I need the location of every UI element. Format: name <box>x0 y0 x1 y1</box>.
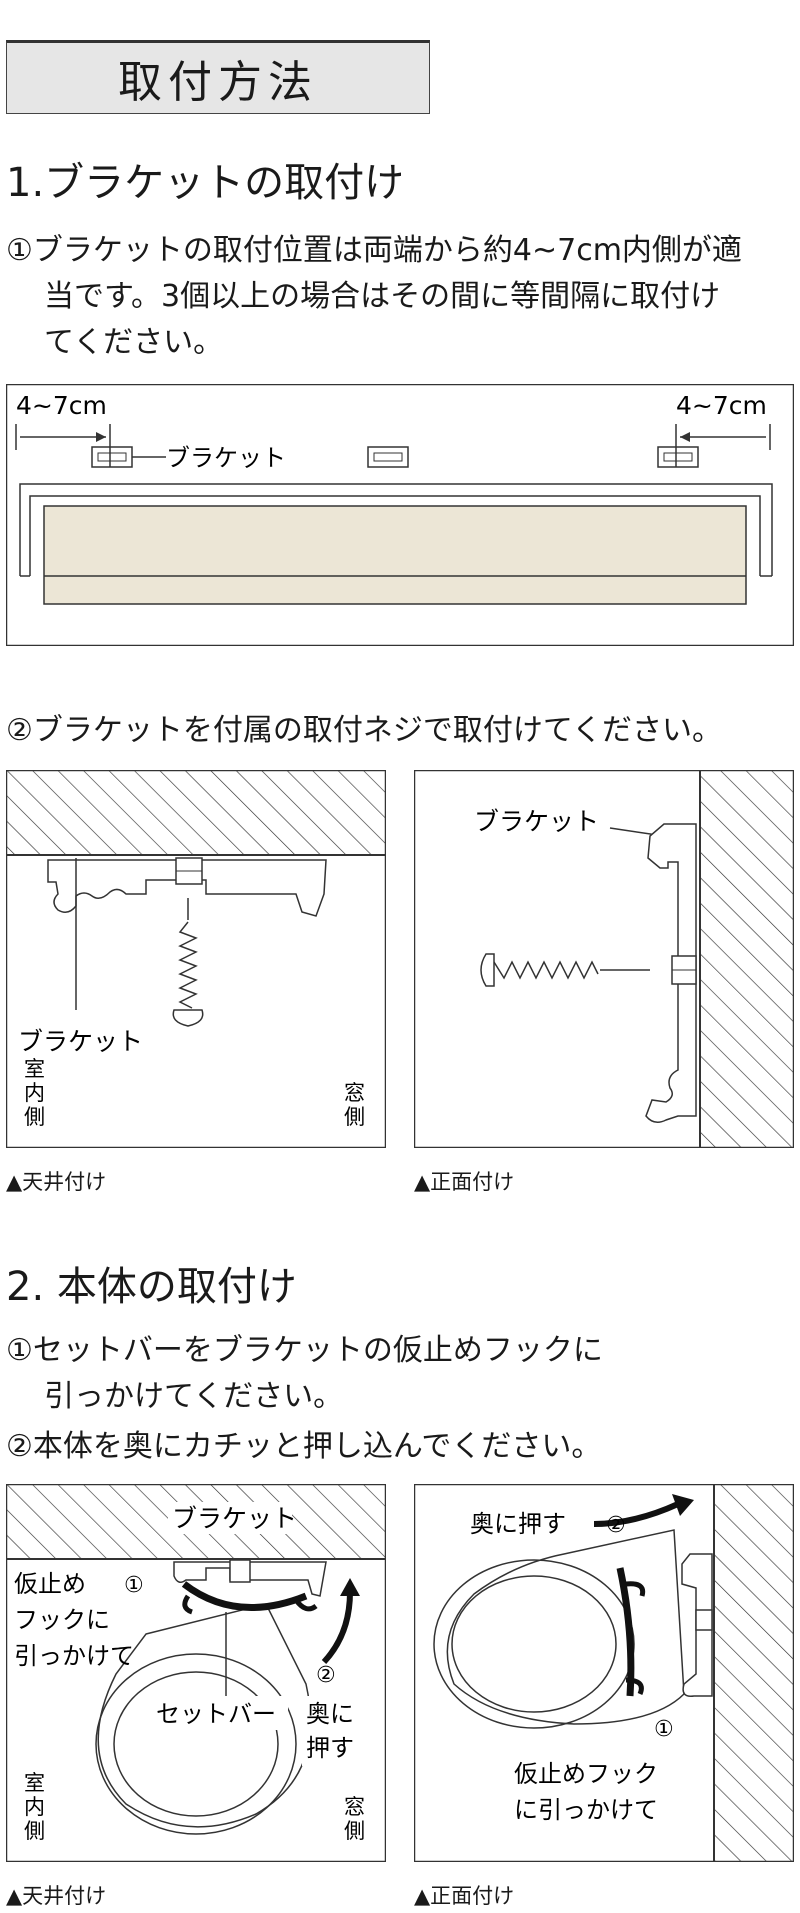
body-num1: ① <box>124 1573 144 1598</box>
front-mount-body-diagram: 奥に押す ② ① 仮止めフック に引っかけて <box>414 1484 794 1862</box>
hook-label-2: フックに <box>14 1606 110 1634</box>
section1-heading: 1.ブラケットの取付け <box>6 160 405 206</box>
fabric <box>43 505 747 605</box>
setbar-label: セットバー <box>156 1700 276 1728</box>
front-num1: ① <box>654 1717 674 1742</box>
section1-step1: ①ブラケットの取付位置は両端から約4~7cm内側が適 当です。3個以上の場合はそ… <box>6 228 796 366</box>
caption-front-1: ▲正面付け <box>414 1170 515 1194</box>
ceiling-mount-body-diagram: ブラケット 仮止め ① フックに 引っかけて ② セットバー 奥に 押す 室 内… <box>6 1484 386 1862</box>
push-label-2: 押す <box>306 1734 354 1762</box>
body-indoor-char-2: 内 <box>24 1795 45 1819</box>
push-label-1: 奥に <box>306 1700 354 1728</box>
indoor-char-3: 側 <box>24 1105 45 1129</box>
bracket-label: ブラケット <box>166 444 286 472</box>
body-window-char-1: 窓 <box>344 1795 365 1819</box>
ceiling-mount-bracket-diagram: ブラケット 室 内 側 窓 側 <box>6 770 386 1148</box>
screw <box>172 898 204 1027</box>
section1-step2: ②ブラケットを付属の取付ネジで取付けてください。 <box>6 713 722 748</box>
window-char-2: 側 <box>344 1105 365 1129</box>
dim-right-label: 4~7cm <box>676 391 767 420</box>
body-bracket-label: ブラケット <box>172 1504 297 1533</box>
hook-label-1: 仮止め <box>14 1570 86 1598</box>
bracket-left <box>91 446 133 468</box>
indoor-char-2: 内 <box>24 1081 45 1105</box>
front-mount-bracket-diagram: ブラケット <box>414 770 794 1148</box>
section2-step2: ②本体を奥にカチッと押し込んでください。 <box>6 1429 602 1464</box>
section1-step1-line3: てください。 <box>44 325 224 360</box>
front-hook-label-2: に引っかけて <box>514 1796 658 1824</box>
indoor-char-1: 室 <box>24 1057 45 1081</box>
section1-step1-line1: ①ブラケットの取付位置は両端から約4~7cm内側が適 <box>6 233 742 268</box>
hook-label-3: 引っかけて <box>14 1642 134 1670</box>
caption-ceiling-1: ▲天井付け <box>6 1170 107 1194</box>
section2-heading: 2. 本体の取付け <box>6 1264 297 1310</box>
front-num2: ② <box>606 1513 626 1538</box>
caption-front-2: ▲正面付け <box>414 1884 515 1908</box>
dim-left-label: 4~7cm <box>16 391 107 420</box>
section2-step1-line2: 引っかけてください。 <box>44 1379 344 1414</box>
body-window-char-2: 側 <box>344 1819 365 1843</box>
section2-step1: ①セットバーをブラケットの仮止めフックに 引っかけてください。 <box>6 1328 796 1420</box>
page-title-box: 取付方法 <box>6 40 430 114</box>
page-title: 取付方法 <box>118 57 318 108</box>
ceiling-bracket-label: ブラケット <box>18 1027 143 1056</box>
bracket-right <box>657 446 699 468</box>
bracket-position-diagram: 4~7cm 4~7cm ブラケット <box>6 384 794 646</box>
section1-step1-line2: 当です。3個以上の場合はその間に等間隔に取付け <box>44 279 721 314</box>
body-indoor-char-1: 室 <box>24 1771 45 1795</box>
front-bracket-label: ブラケット <box>474 807 599 836</box>
bracket-center <box>367 446 409 468</box>
window-char-1: 窓 <box>344 1081 365 1105</box>
front-screw <box>480 953 650 987</box>
front-push-label: 奥に押す <box>470 1510 566 1538</box>
body-num2: ② <box>316 1663 336 1688</box>
caption-ceiling-2: ▲天井付け <box>6 1884 107 1908</box>
section2-step1-line1: ①セットバーをブラケットの仮止めフックに <box>6 1333 603 1368</box>
front-hook-label-1: 仮止めフック <box>514 1760 658 1788</box>
body-indoor-char-3: 側 <box>24 1819 45 1843</box>
